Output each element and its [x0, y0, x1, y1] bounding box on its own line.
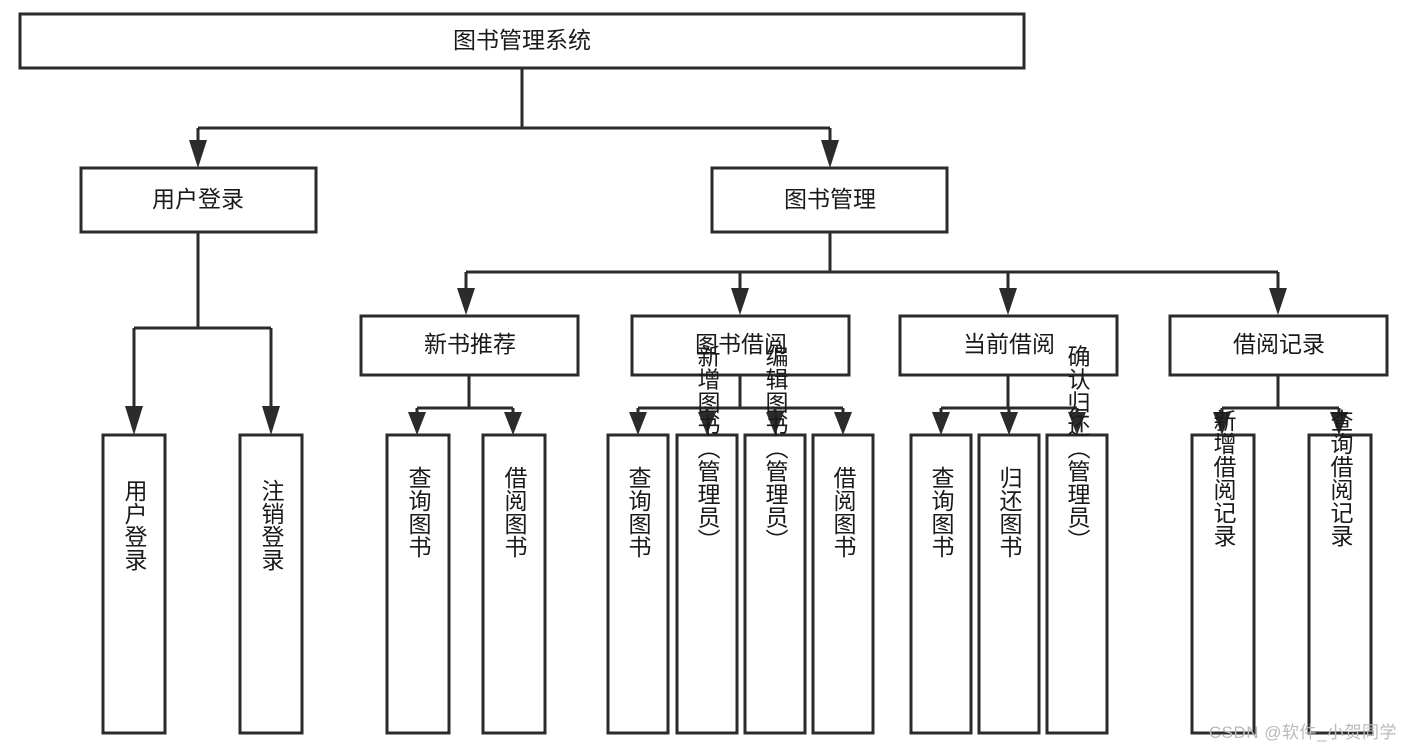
leaf-node-user-login[interactable]: 用户登录 [101, 433, 167, 735]
connector-group-book-manage [457, 232, 1287, 315]
leaf-node-bb-edit-book-admin-box[interactable] [743, 433, 807, 735]
arrowhead-user-login [189, 140, 207, 168]
node-book-manage[interactable]: 图书管理 [710, 166, 949, 234]
leaf-node-nbr-query-book-label: 查询图书 [405, 466, 432, 558]
node-current-borrow[interactable]: 当前借阅 [898, 314, 1119, 377]
arrowhead-leaf-nbr-1 [408, 412, 426, 435]
connector-group-current-borrow [932, 375, 1086, 435]
leaf-node-br-query-record[interactable]: 查询借阅记录 [1307, 409, 1373, 735]
connector-group-user-login [125, 232, 280, 435]
leaf-node-bb-borrow-book-box[interactable] [811, 433, 875, 735]
arrowhead-borrow-record [1269, 288, 1287, 315]
leaf-node-bb-edit-book-admin[interactable]: 编辑图书（管理员） [743, 345, 807, 735]
connector-group-book-borrow [629, 375, 852, 435]
connector-group-root [189, 68, 839, 168]
leaf-node-nbr-query-book[interactable]: 查询图书 [385, 433, 451, 735]
node-new-book-recommend-label: 新书推荐 [424, 331, 516, 357]
connector-group-borrow-record [1213, 375, 1348, 435]
leaf-node-nbr-query-book-box[interactable] [385, 433, 451, 735]
node-book-manage-box[interactable] [710, 166, 949, 234]
leaf-node-bb-add-book-admin-box[interactable] [675, 433, 739, 735]
node-borrow-record[interactable]: 借阅记录 [1168, 314, 1389, 377]
node-current-borrow-label: 当前借阅 [963, 331, 1055, 357]
arrowhead-leaf-user-login-2 [262, 406, 280, 435]
arrowhead-leaf-bb-1 [629, 412, 647, 435]
leaf-node-cb-return-book[interactable]: 归还图书 [977, 433, 1041, 735]
arrowhead-leaf-cb-1 [932, 412, 950, 435]
node-book-borrow-box[interactable] [630, 314, 851, 377]
node-new-book-recommend-box[interactable] [359, 314, 580, 377]
node-root-system[interactable]: 图书管理系统 [18, 12, 1026, 70]
leaf-node-cb-confirm-return-admin[interactable]: 确认归还（管理员） [1045, 345, 1109, 735]
node-user-login-box[interactable] [79, 166, 318, 234]
node-new-book-recommend[interactable]: 新书推荐 [359, 314, 580, 377]
leaf-node-cb-return-book-box[interactable] [977, 433, 1041, 735]
leaf-node-nbr-borrow-book-label: 借阅图书 [501, 466, 528, 558]
leaf-node-br-add-record-label: 新增借阅记录 [1210, 409, 1237, 547]
leaf-node-cb-query-book[interactable]: 查询图书 [909, 433, 973, 735]
leaf-node-br-query-record-label: 查询借阅记录 [1327, 409, 1354, 547]
node-root-system-label: 图书管理系统 [453, 27, 591, 53]
arrowhead-book-borrow [731, 288, 749, 315]
leaf-node-bb-query-book-label: 查询图书 [625, 466, 652, 558]
leaf-node-cb-return-book-label: 归还图书 [996, 466, 1023, 558]
leaf-node-cb-confirm-return-admin-box[interactable] [1045, 433, 1109, 735]
leaf-node-bb-edit-book-admin-label: 编辑图书（管理员） [762, 345, 789, 552]
arrowhead-new-book-rec [457, 288, 475, 315]
leaf-node-logout[interactable]: 注销登录 [238, 433, 304, 735]
leaf-node-nbr-borrow-book[interactable]: 借阅图书 [481, 433, 547, 735]
arrowhead-leaf-cb-2 [1000, 412, 1018, 435]
node-current-borrow-box[interactable] [898, 314, 1119, 377]
leaf-node-logout-label: 注销登录 [258, 479, 285, 571]
leaf-node-bb-query-book-box[interactable] [606, 433, 670, 735]
arrowhead-leaf-user-login-1 [125, 406, 143, 435]
leaf-node-cb-query-book-box[interactable] [909, 433, 973, 735]
leaf-node-cb-query-book-label: 查询图书 [928, 466, 955, 558]
node-book-manage-label: 图书管理 [784, 186, 876, 212]
arrowhead-current-borrow [999, 288, 1017, 315]
arrowhead-leaf-bb-3 [766, 412, 784, 435]
leaf-node-bb-add-book-admin[interactable]: 新增图书（管理员） [675, 345, 739, 735]
node-user-login-label: 用户登录 [152, 186, 244, 212]
node-book-borrow-label: 图书借阅 [695, 331, 787, 357]
leaf-node-bb-borrow-book[interactable]: 借阅图书 [811, 433, 875, 735]
leaf-node-br-add-record-box[interactable] [1190, 433, 1256, 735]
arrowhead-leaf-bb-4 [834, 412, 852, 435]
arrowhead-leaf-bb-2 [698, 412, 716, 435]
leaf-node-logout-box[interactable] [238, 433, 304, 735]
leaf-node-user-login-box[interactable] [101, 433, 167, 735]
node-borrow-record-box[interactable] [1168, 314, 1389, 377]
node-user-login[interactable]: 用户登录 [79, 166, 318, 234]
connector-group-new-book-rec [408, 375, 522, 435]
arrowhead-leaf-br-2 [1330, 412, 1348, 435]
leaf-node-nbr-borrow-book-box[interactable] [481, 433, 547, 735]
leaf-node-user-login-label: 用户登录 [121, 479, 148, 571]
arrowhead-leaf-br-1 [1213, 412, 1231, 435]
leaf-node-bb-add-book-admin-label: 新增图书（管理员） [694, 345, 721, 552]
arrowhead-book-manage [821, 140, 839, 168]
arrowhead-leaf-nbr-2 [504, 412, 522, 435]
node-borrow-record-label: 借阅记录 [1233, 331, 1325, 357]
leaf-node-cb-confirm-return-admin-label: 确认归还（管理员） [1064, 345, 1091, 552]
node-book-borrow[interactable]: 图书借阅 [630, 314, 851, 377]
node-root-system-box[interactable] [18, 12, 1026, 70]
leaf-node-bb-query-book[interactable]: 查询图书 [606, 433, 670, 735]
leaf-node-br-query-record-box[interactable] [1307, 433, 1373, 735]
leaf-node-bb-borrow-book-label: 借阅图书 [830, 466, 857, 558]
leaf-node-br-add-record[interactable]: 新增借阅记录 [1190, 409, 1256, 735]
arrowhead-leaf-cb-3 [1068, 412, 1086, 435]
